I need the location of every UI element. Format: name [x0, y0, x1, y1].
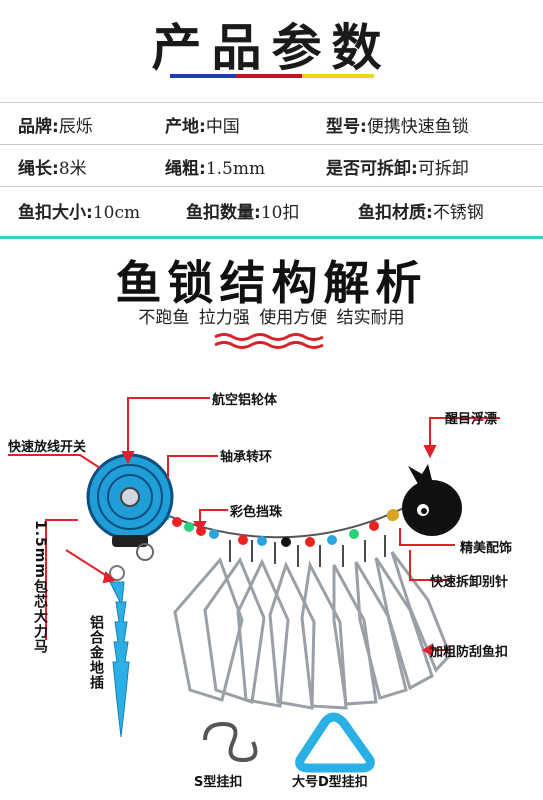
float-whale: [387, 464, 462, 536]
label-beads: 彩色挡珠: [230, 505, 283, 520]
s-hook: [203, 721, 258, 763]
params-row: 品牌:辰烁 产地:中国 型号:便携快速鱼锁: [18, 117, 469, 137]
color-bar-yellow: [302, 74, 374, 78]
params-row: 绳长:8米 绳粗:1.5mm 是否可拆卸:可拆卸: [18, 159, 469, 179]
ground-stake: [109, 565, 130, 738]
label-pin: 快速拆卸别针: [430, 575, 509, 590]
callout-lines: [8, 397, 500, 657]
label-wheel: 航空铝轮体: [212, 393, 278, 408]
label-decor: 精美配饰: [460, 541, 513, 556]
wave-decoration: [214, 333, 324, 349]
swivels: [229, 535, 386, 567]
section-subtitle: 不跑鱼 拉力强 使用方便 结实耐用: [138, 308, 405, 328]
label-stake: 铝合金地插: [88, 615, 104, 690]
color-bar-blue: [170, 74, 236, 78]
label-switch: 快速放线开关: [8, 440, 87, 455]
label-bearing: 轴承转环: [220, 450, 273, 465]
d-carabiner: [295, 712, 375, 773]
fish-hooks: [173, 551, 452, 710]
label-hook: 加粗防刮鱼扣: [430, 645, 509, 660]
label-d-hook: 大号D型挂扣: [292, 775, 368, 790]
section-title: 鱼锁结构解析: [115, 256, 428, 310]
label-float: 醒目浮漂: [445, 412, 498, 427]
section-divider: [0, 236, 543, 239]
label-s-hook: S型挂扣: [194, 775, 243, 790]
label-rope: 1.5mm包芯大力马: [32, 520, 48, 654]
color-bar-red: [236, 74, 302, 78]
params-row: 鱼扣大小:10cm 鱼扣数量:10扣 鱼扣材质:不锈钢: [18, 203, 484, 223]
page-title: 产品参数: [151, 19, 392, 77]
reel-body: [86, 453, 174, 561]
